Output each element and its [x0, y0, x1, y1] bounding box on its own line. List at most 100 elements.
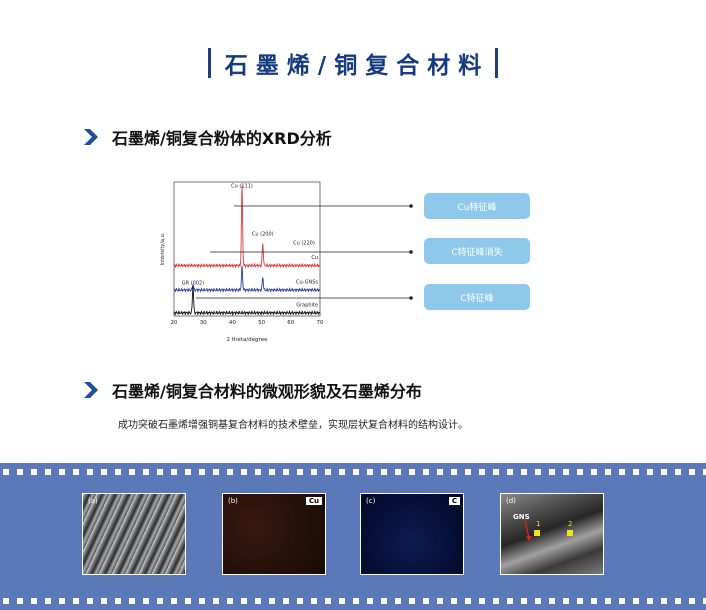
perforation [339, 598, 345, 604]
perforation [647, 598, 653, 604]
perforation [31, 598, 37, 604]
peak-annotation: GR (002) [182, 280, 204, 286]
perforation [129, 469, 135, 475]
perforation [283, 598, 289, 604]
leader-dot-2 [409, 250, 413, 254]
perforation [703, 598, 706, 604]
perforation [227, 598, 233, 604]
perforation [115, 598, 121, 604]
perforation [675, 598, 681, 604]
perforation [31, 469, 37, 475]
plot-frame [173, 181, 321, 317]
x-tick-label: 20 [171, 320, 178, 326]
perforation [199, 469, 205, 475]
chevron-right-icon [84, 129, 98, 145]
perforation [17, 469, 23, 475]
callout-cu-peak: Cu特征峰 [424, 193, 530, 219]
series-line-graphite [173, 286, 321, 316]
perforation [535, 598, 541, 604]
perforation [213, 598, 219, 604]
perforation [325, 598, 331, 604]
perforation [45, 598, 51, 604]
perforation [101, 598, 107, 604]
perforation-row-bottom [0, 598, 706, 604]
marker-1-label: 1 [536, 520, 541, 528]
peak-annotation: Cu (111) [231, 184, 253, 190]
perforation [507, 598, 513, 604]
perforation [311, 598, 317, 604]
perforation [647, 469, 653, 475]
perforation [283, 469, 289, 475]
perforation [255, 469, 261, 475]
marker-2-label: 2 [568, 520, 573, 528]
section-title: 石墨烯/铜复合粉体的XRD分析 [112, 129, 332, 148]
perforation [661, 469, 667, 475]
perforation [311, 469, 317, 475]
perforation [563, 469, 569, 475]
section-title: 石墨烯/铜复合材料的微观形貌及石墨烯分布 [112, 382, 422, 401]
marker-2 [567, 530, 573, 536]
perforation [353, 598, 359, 604]
perforation [661, 598, 667, 604]
callout-c-peak: C特征峰 [424, 284, 530, 310]
perforation [507, 469, 513, 475]
perforation [171, 598, 177, 604]
micrograph-c: (c) C [360, 493, 464, 575]
series-line-cu [173, 185, 321, 269]
perforation [633, 598, 639, 604]
perforation [563, 598, 569, 604]
panel-tag: (a) [88, 497, 98, 505]
element-badge: C [448, 497, 460, 505]
perforation [143, 598, 149, 604]
title-bar-right [495, 48, 499, 78]
perforation [101, 469, 107, 475]
perforation [115, 469, 121, 475]
page-title-text: 石墨烯/铜复合材料 [224, 53, 490, 79]
panel-tag: (b) [228, 497, 238, 505]
perforation [87, 598, 93, 604]
x-tick-label: 70 [317, 320, 324, 326]
perforation [59, 598, 65, 604]
perforation [451, 469, 457, 475]
perforation [45, 469, 51, 475]
perforation [577, 598, 583, 604]
perforation [171, 469, 177, 475]
section-description: 成功突破石墨烯增强铜基复合材料的技术壁垒，实现层状复合材料的结构设计。 [118, 420, 468, 431]
perforation [605, 598, 611, 604]
page-title: 石墨烯/铜复合材料 [0, 46, 706, 80]
perforation [577, 469, 583, 475]
perforation [3, 469, 9, 475]
perforation [423, 469, 429, 475]
perforation [59, 469, 65, 475]
element-badge: Cu [305, 497, 322, 505]
perforation [423, 598, 429, 604]
perforation [241, 469, 247, 475]
red-arrow-icon [524, 520, 532, 541]
perforation [549, 469, 555, 475]
perforation [381, 469, 387, 475]
perforation [689, 598, 695, 604]
x-tick-label: 60 [287, 320, 294, 326]
perforation [129, 598, 135, 604]
x-tick-label: 40 [229, 320, 236, 326]
x-axis-label: 2 theta/degree [227, 337, 269, 343]
perforation [633, 469, 639, 475]
perforation [353, 469, 359, 475]
peak-annotation: Cu (200) [252, 232, 274, 238]
perforation [241, 598, 247, 604]
leader-dot-3 [409, 296, 413, 300]
section-heading-morphology: 石墨烯/铜复合材料的微观形貌及石墨烯分布 [84, 378, 422, 402]
callout-c-peak-vanished: C特征峰消失 [424, 238, 530, 264]
perforation [465, 598, 471, 604]
perforation [521, 469, 527, 475]
perforation [689, 469, 695, 475]
micrograph-b: (b) Cu [222, 493, 326, 575]
perforation [465, 469, 471, 475]
perforation [479, 598, 485, 604]
perforation [185, 598, 191, 604]
perforation [619, 469, 625, 475]
micrograph-a: (a) [82, 493, 186, 575]
series-label: Cu [311, 255, 318, 261]
perforation [143, 469, 149, 475]
x-tick-label: 50 [258, 320, 265, 326]
